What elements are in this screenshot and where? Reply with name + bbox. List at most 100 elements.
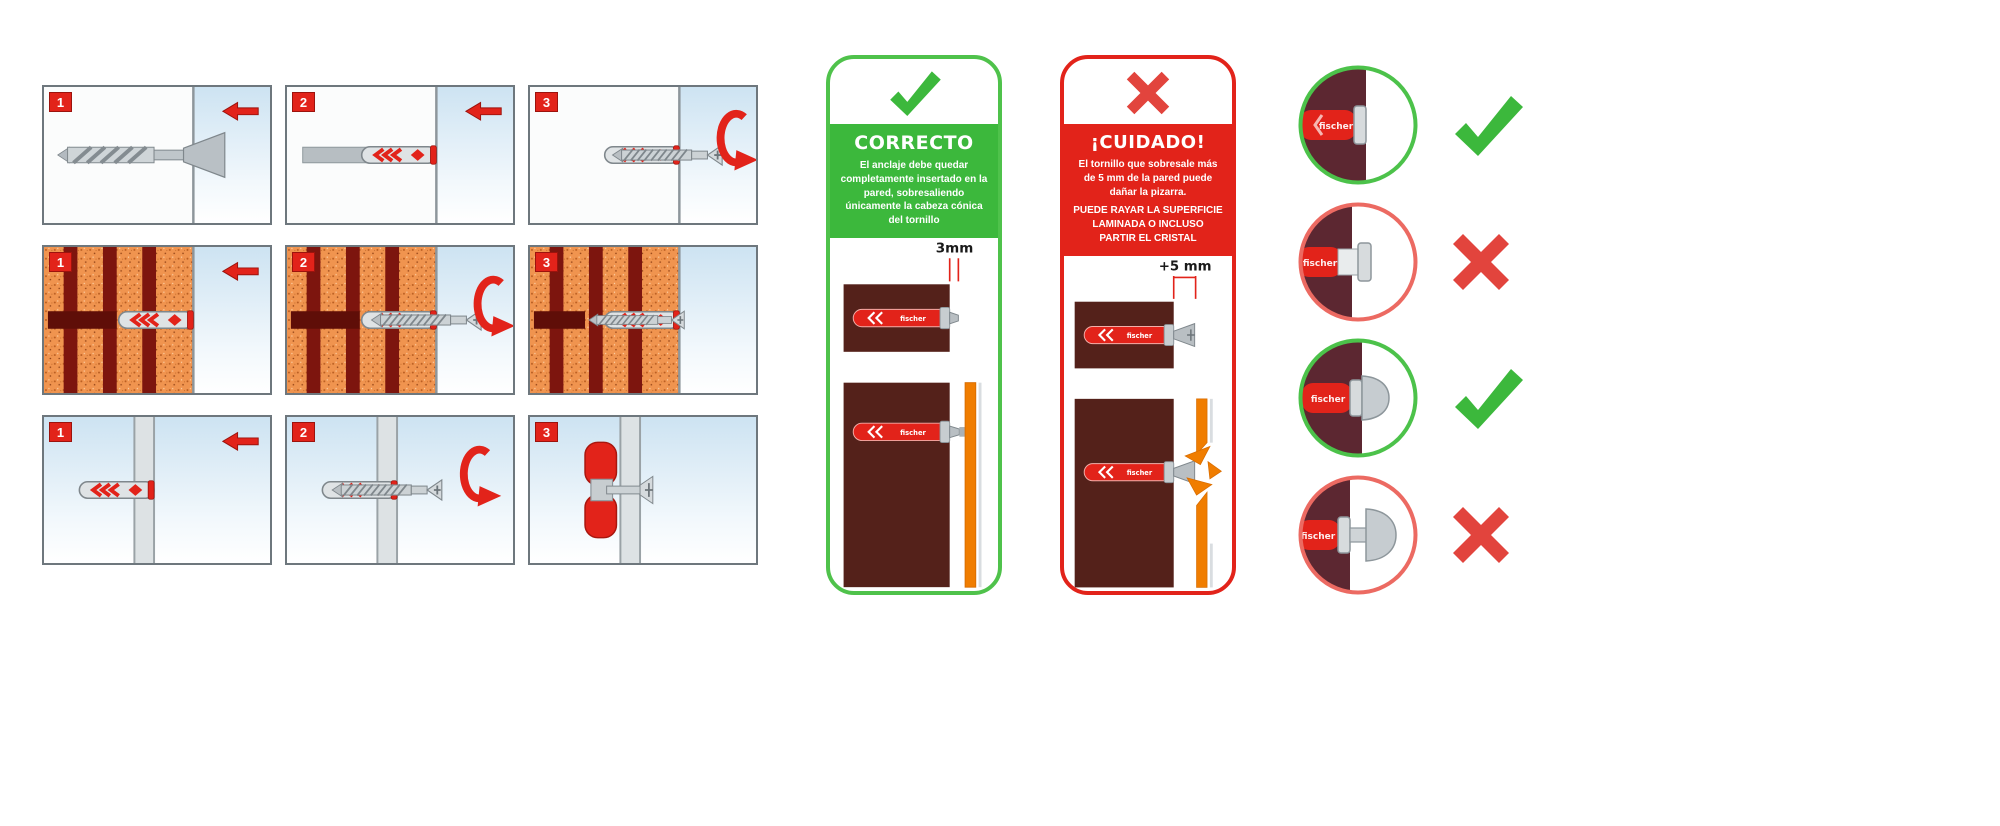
board-shard [1186, 477, 1213, 496]
green-ring [1298, 65, 1418, 185]
example-anchor-protruding: fischer [1296, 200, 1514, 324]
screw-cross-slot [1187, 329, 1195, 341]
screw-in-brick-illustration [287, 247, 513, 393]
plug-icon [1302, 520, 1340, 550]
plug-collar [1357, 242, 1372, 282]
mounted-board [964, 382, 977, 588]
plug-brand-label: fischer [1303, 259, 1338, 269]
board-hanger [959, 427, 966, 437]
step-number-badge: 1 [49, 252, 72, 272]
measure-bracket [1172, 275, 1197, 299]
step-number-badge: 2 [292, 92, 315, 112]
caution-band: ¡CUIDADO! El tornillo que sobresale más … [1064, 124, 1232, 256]
plug-knotted-illustration [530, 417, 756, 563]
plug-brand-label: fischer [1319, 122, 1354, 132]
anchor-flush-closeup: fischer [1298, 65, 1418, 185]
screw-head-protruding-closeup: fischer [1298, 475, 1418, 595]
check-icon [1455, 96, 1523, 156]
step-panel-solid-2: 2 [285, 85, 515, 225]
step-number-badge: 1 [49, 92, 72, 112]
step-number-badge: 1 [49, 422, 72, 442]
step-panel-brick-3: 3 [528, 245, 758, 395]
step-panel-hollow-3: 3 [528, 415, 758, 565]
step-panel-solid-3: 3 [528, 85, 758, 225]
plug-icon [1302, 383, 1352, 413]
step-number-badge: 2 [292, 422, 315, 442]
anchor-protruding-closeup: fischer [1298, 202, 1418, 322]
step-number-badge: 3 [535, 422, 558, 442]
red-ring [1298, 475, 1418, 595]
closeup-content: fischer [1302, 69, 1367, 181]
step-number-badge: 3 [535, 252, 558, 272]
anchor-in-wall-diagram: fischer [843, 284, 959, 352]
red-ring [1298, 202, 1418, 322]
insert-plug-illustration [287, 87, 513, 223]
drilled-hole [290, 311, 360, 329]
step-number-badge: 3 [535, 92, 558, 112]
insert-plug-brick-illustration [44, 247, 270, 393]
plug-icon [77, 478, 157, 502]
plug-icon [1302, 247, 1342, 277]
measure-3mm-label: 3mm [936, 240, 974, 256]
caution-diagram: +5 mm fischer fischer [1074, 259, 1222, 588]
plug-collar [939, 306, 951, 330]
insert-plug-panel-illustration [44, 417, 270, 563]
check-icon [1455, 369, 1523, 429]
plug-collar [1349, 379, 1363, 417]
check-icon [890, 71, 941, 117]
screw-head-icon [606, 475, 654, 505]
plug-brand-label: fischer [900, 315, 926, 323]
correct-diagram: 3mm fischer fischer [843, 240, 982, 588]
step-panel-brick-2: 2 [285, 245, 515, 395]
board-edge [1209, 398, 1213, 443]
plug-chevrons [867, 311, 883, 325]
caution-card-body: El tornillo que sobresale más de 5 mm de… [1078, 159, 1218, 198]
step-panel-hollow-1: 1 [42, 415, 272, 565]
wall-cross-section [843, 382, 950, 588]
plug-chevrons [1313, 114, 1324, 136]
cross-icon [1453, 507, 1509, 563]
measure-5mm-label: +5 mm [1159, 259, 1212, 274]
plug-brand-label: fischer [1127, 469, 1153, 477]
correct-band: CORRECTO El anclaje debe quedar completa… [830, 124, 998, 238]
screw-in-illustration [530, 87, 756, 223]
screw-head-icon [1361, 375, 1390, 421]
plug-chevrons [867, 425, 883, 439]
board-mounted-diagram: fischer [843, 382, 982, 588]
folded-plug-knot-icon [584, 441, 618, 539]
cross-icon [1126, 71, 1170, 115]
plug-brand-label: fischer [1311, 395, 1346, 405]
caution-card: ¡CUIDADO! El tornillo que sobresale más … [1060, 55, 1236, 595]
caution-card-title: ¡CUIDADO! [1090, 132, 1206, 153]
wall-cross-section [1074, 398, 1174, 588]
example-anchor-flush: fischer [1296, 63, 1526, 187]
plug-collar [1337, 516, 1351, 554]
cross-icon [1453, 234, 1509, 290]
board-cracked-diagram: fischer [1074, 398, 1222, 588]
drilled-hole [533, 311, 586, 329]
plug-collar [939, 420, 951, 443]
correct-card-body: El anclaje debe quedar completamente ins… [840, 160, 988, 227]
plug-icon [1302, 110, 1356, 140]
board-piece-bottom [1196, 490, 1208, 588]
drill-bit-icon [55, 131, 226, 179]
plug-chevrons [1097, 328, 1114, 342]
screw-protruding-diagram: fischer [1074, 301, 1196, 369]
plug-collar [1353, 105, 1367, 145]
board-piece-top [1196, 398, 1208, 455]
caution-card-body-caps: PUEDE RAYAR LA SUPERFICIE LAMINADA O INC… [1073, 205, 1223, 244]
measure-bracket [948, 258, 960, 282]
plug-collar [1163, 323, 1175, 346]
screw-head-icon [1365, 508, 1397, 562]
screw-head-flush-closeup: fischer [1298, 338, 1418, 458]
plug-collar [1163, 461, 1175, 483]
screw-head-icon [1173, 322, 1196, 347]
example-screw-head-flush: fischer [1296, 336, 1526, 460]
step-panel-brick-1: 1 [42, 245, 272, 395]
plug-chevrons [1097, 465, 1114, 479]
screw-in-panel-illustration [287, 417, 513, 563]
example-screw-head-protruding: fischer [1296, 473, 1514, 597]
plug-body-out [1337, 248, 1361, 276]
green-ring [1298, 338, 1418, 458]
